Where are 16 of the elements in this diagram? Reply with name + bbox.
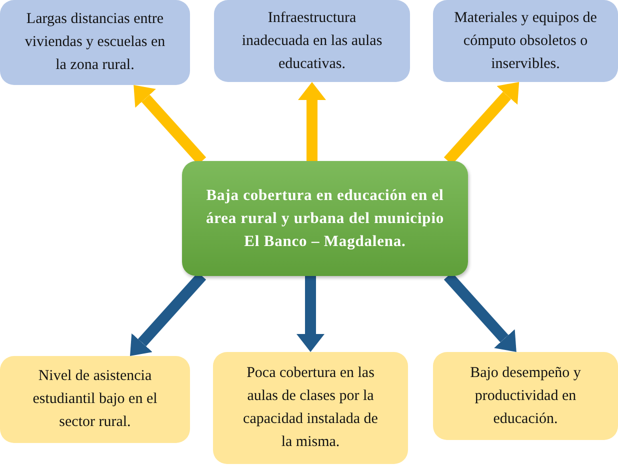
cause-box — [433, 0, 618, 82]
effect-box — [433, 352, 618, 440]
effect-box — [213, 352, 408, 464]
cause-box — [0, 0, 190, 85]
block-arrow — [298, 82, 326, 161]
cause-text: Largas distancias entre viviendas y escuelas en la zona rural. — [24, 10, 166, 75]
central-problem-box — [182, 161, 468, 276]
problem-statement: Baja cobertura en educación en el área rural y urbana del municipio El Banco – Magdalena. — [204, 186, 446, 252]
cause-text: Materiales y equipos de cómputo obsoletos o inservibles. — [453, 8, 598, 74]
effect-box — [0, 356, 190, 443]
block-arrow — [296, 276, 324, 352]
cause-text: Infraestructura inadecuada en las aulas educativas. — [240, 8, 384, 74]
effect-text: Nivel de asistencia estudiantil bajo en el sector rural. — [32, 367, 158, 432]
effect-text: Poca cobertura en las aulas de clases por la capacidad instalada de la misma. — [242, 364, 379, 452]
cause-box — [214, 0, 410, 82]
effect-text: Bajo desempeño y productividad en educación. — [469, 364, 582, 428]
